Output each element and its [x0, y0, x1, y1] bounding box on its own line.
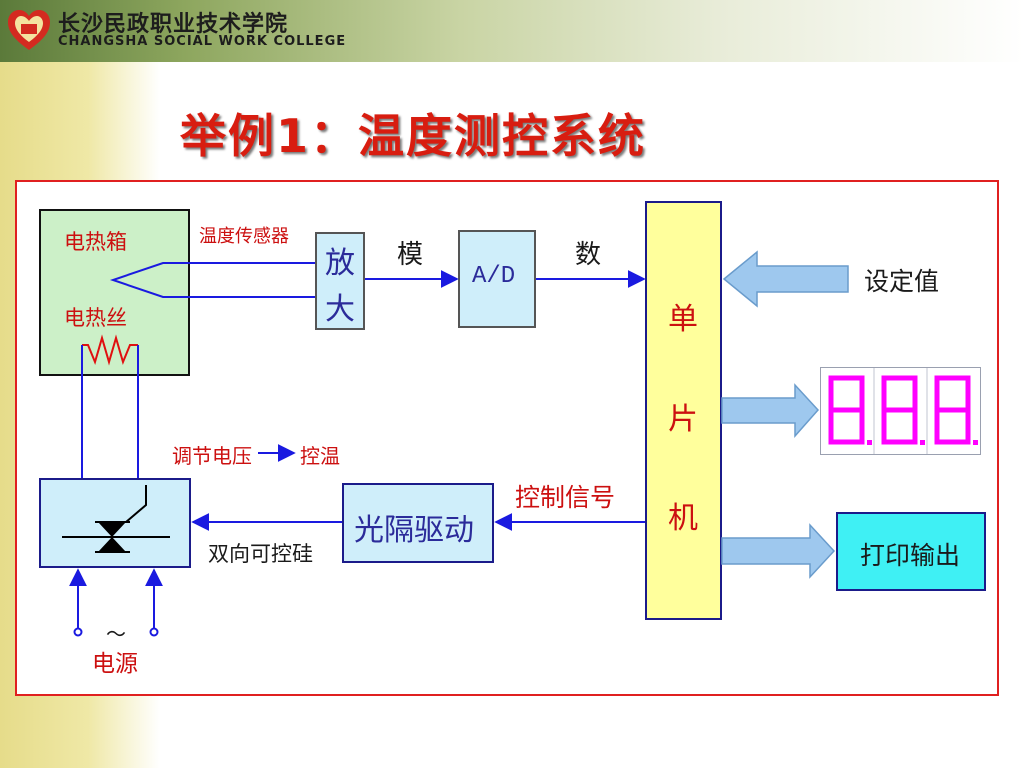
mcu-label-2: 片 — [668, 402, 698, 437]
oven-label: 电热箱 — [64, 230, 127, 254]
print-output-box — [836, 512, 986, 591]
setpoint-arrow — [722, 250, 849, 308]
mcu-box — [645, 201, 722, 620]
display-arrow — [721, 383, 820, 438]
print-arrow — [721, 523, 836, 579]
heater-resistor-icon — [82, 334, 138, 366]
display-decimal-points — [867, 440, 978, 445]
adc-label: A/D — [472, 263, 516, 290]
digital-label: 数 — [575, 240, 602, 270]
adc-box — [458, 230, 536, 328]
power-left-terminal — [73, 627, 83, 637]
heater-label: 电热丝 — [64, 306, 127, 330]
oven-box — [39, 209, 190, 376]
display-digits — [828, 375, 971, 445]
setpoint-label: 设定值 — [864, 267, 940, 296]
mcu-label-1: 单 — [668, 302, 698, 337]
temp-control-label: 控温 — [300, 444, 340, 468]
mcu-label-3: 机 — [668, 501, 698, 536]
optocoupler-label: 光隔驱动 — [354, 513, 474, 548]
thermocouple-wire — [109, 262, 315, 298]
slide-title: 举例1：温度测控系统 — [180, 109, 647, 163]
control-signal-label: 控制信号 — [515, 483, 616, 512]
college-logo — [8, 10, 50, 50]
optocoupler-box — [342, 483, 494, 563]
school-name-cn: 长沙民政职业技术学院 — [58, 12, 289, 37]
regulate-voltage-label: 调节电压 — [172, 444, 252, 468]
ac-symbol: ～ — [106, 622, 126, 646]
power-label: 电源 — [92, 651, 138, 677]
header-band: 长沙民政职业技术学院 CHANGSHA SOCIAL WORK COLLEGE — [0, 0, 1024, 62]
triac-symbol-icon — [62, 485, 170, 553]
school-name-en: CHANGSHA SOCIAL WORK COLLEGE — [58, 34, 347, 49]
scr-label: 双向可控硅 — [208, 542, 313, 566]
print-output-label: 打印输出 — [860, 541, 961, 570]
sensor-label: 温度传感器 — [199, 226, 289, 247]
analog-label: 模 — [397, 240, 424, 270]
display-separators — [873, 368, 928, 454]
amp-label-bottom: 大 — [325, 292, 355, 327]
amp-label-top: 放 — [325, 246, 355, 281]
power-right-terminal — [149, 627, 159, 637]
amplifier-box — [315, 232, 365, 330]
